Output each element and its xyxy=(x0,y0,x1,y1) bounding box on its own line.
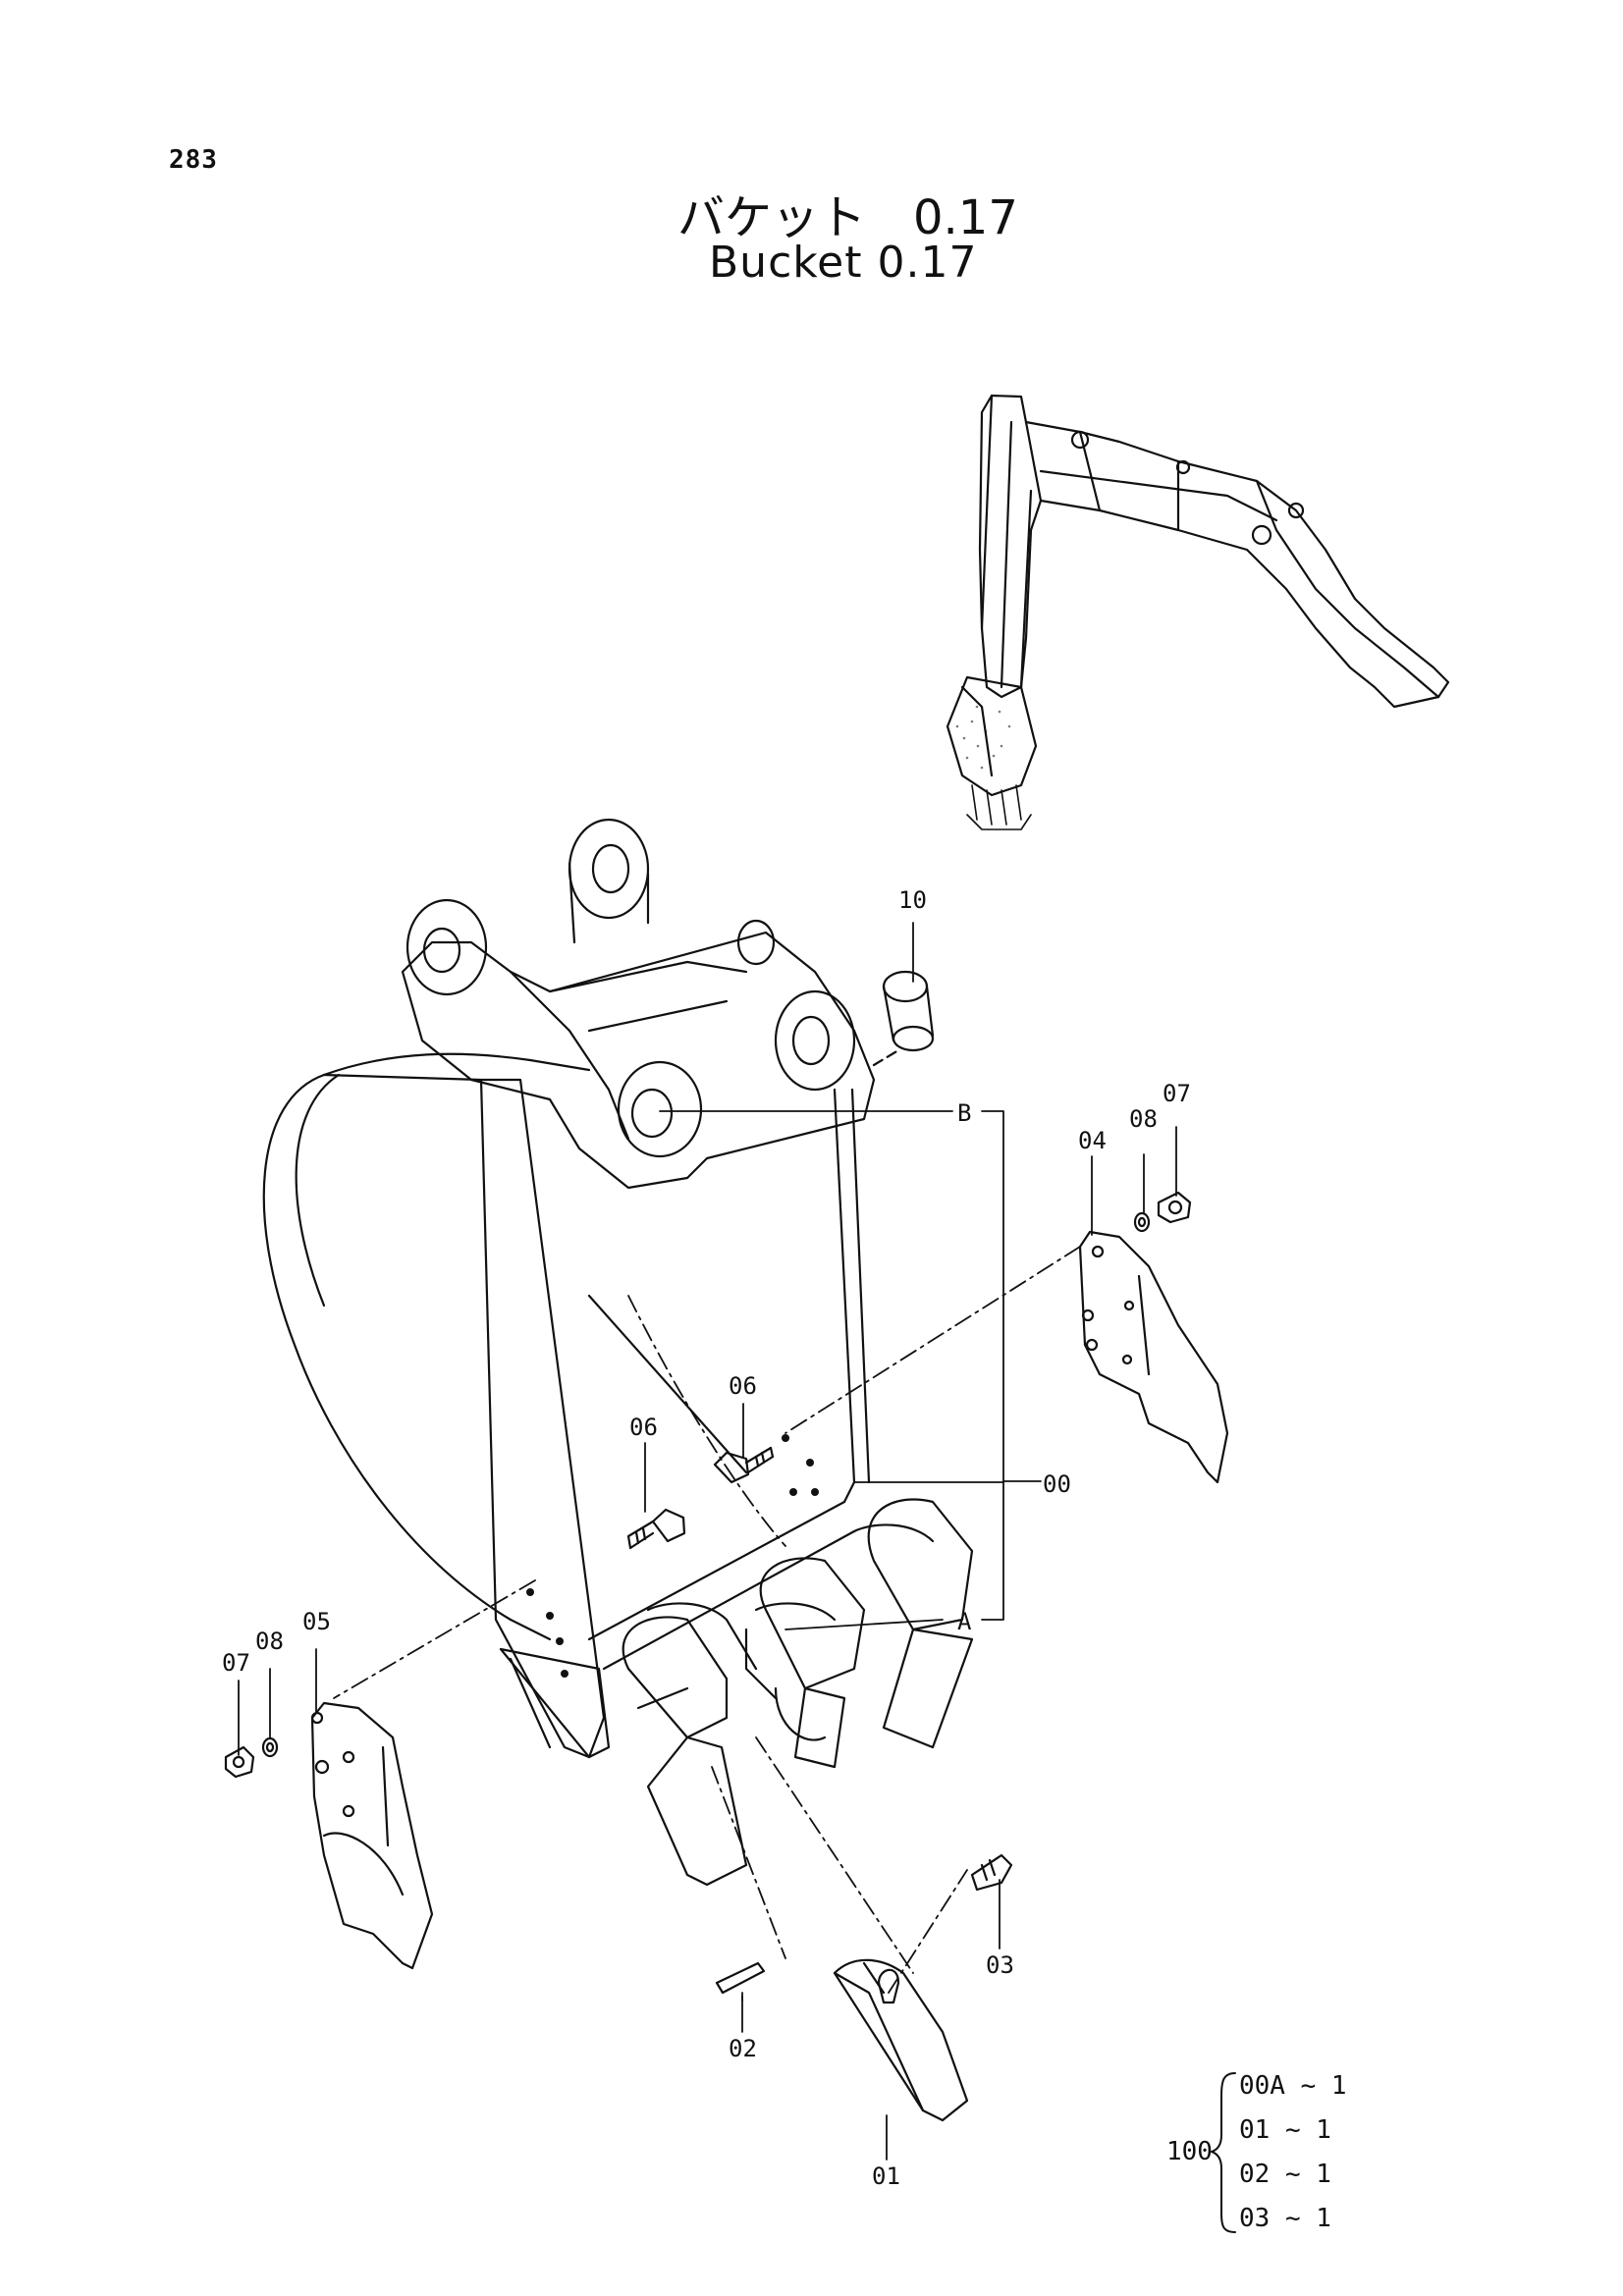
kit-listing: 100 00A ~ 1 01 ~ 1 02 ~ 1 03 ~ 1 xyxy=(1166,2071,1347,2233)
part-03-lock xyxy=(970,1853,1013,1892)
callout-08-right: 08 xyxy=(1129,1105,1158,1133)
callout-06-upper: 06 xyxy=(729,1372,757,1400)
kit-item-01: 01 ~ 1 xyxy=(1239,2115,1331,2145)
part-04-side-cutter-right xyxy=(1078,1230,1229,1484)
bucket-body xyxy=(262,1052,871,1759)
callout-03: 03 xyxy=(986,1951,1014,1979)
part-05-side-cutter-left xyxy=(310,1701,434,1970)
callout-10: 10 xyxy=(898,886,927,914)
callout-04: 04 xyxy=(1078,1127,1107,1154)
callout-labels: 10 B 04 08 07 06 06 00 A 07 08 05 02 03 … xyxy=(222,886,1191,2190)
callout-07-right: 07 xyxy=(1163,1080,1191,1107)
callout-05: 05 xyxy=(302,1608,331,1635)
kit-item-02: 02 ~ 1 xyxy=(1239,2160,1331,2189)
title-english: Bucket 0.17 xyxy=(709,238,978,288)
part-02-pin xyxy=(715,1961,766,1995)
callout-01: 01 xyxy=(872,2163,900,2190)
kit-item-03: 03 ~ 1 xyxy=(1239,2204,1331,2233)
excavator-arm-inset xyxy=(946,394,1450,830)
leader-lines xyxy=(238,922,1177,2161)
assembly-lines xyxy=(333,1246,1081,1994)
bucket-bracket xyxy=(401,818,876,1190)
title-japanese: バケット 0.17 xyxy=(677,190,1018,245)
kit-number: 100 xyxy=(1166,2137,1213,2166)
part-06-bolts xyxy=(626,1446,775,1550)
callout-06-lower: 06 xyxy=(629,1414,658,1441)
callout-00: 00 xyxy=(1043,1470,1071,1498)
page-number: 283 xyxy=(169,145,218,175)
callout-08-left: 08 xyxy=(255,1628,284,1655)
callout-A: A xyxy=(957,1608,972,1635)
kit-item-00A: 00A ~ 1 xyxy=(1239,2071,1347,2101)
part-01-tooth xyxy=(833,1958,969,2122)
bucket-teeth xyxy=(622,1498,974,1887)
callout-02: 02 xyxy=(729,2035,757,2062)
part-10-bushing xyxy=(872,970,935,1067)
callout-07-left: 07 xyxy=(222,1649,250,1677)
callout-B: B xyxy=(957,1099,971,1127)
parts-07-08-hardware xyxy=(224,1191,1192,1779)
